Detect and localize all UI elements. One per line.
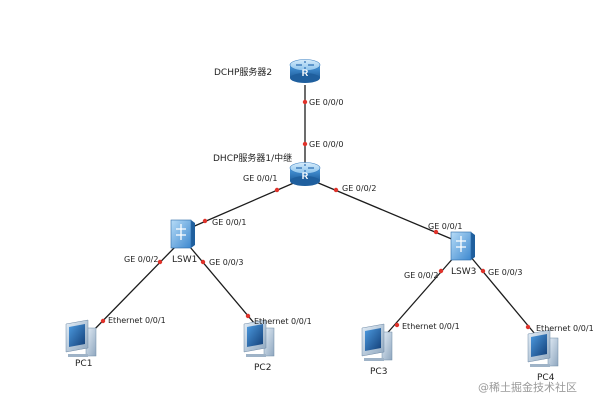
device-label-pc3: PC3	[370, 367, 387, 377]
link-dhcp1-lsw3	[315, 181, 455, 241]
pc-screen	[531, 334, 547, 357]
switch-lsw1[interactable]	[170, 219, 195, 249]
pc-pc4[interactable]	[527, 329, 559, 367]
switch-arrows-icon	[176, 224, 186, 240]
switch-arrows-icon	[456, 236, 466, 252]
pc-screen	[69, 324, 85, 347]
port-dot	[433, 229, 439, 235]
port-dot	[394, 322, 400, 328]
port-label: GE 0/0/3	[488, 268, 522, 277]
port-dots-layer	[100, 99, 531, 330]
device-label-lsw3: LSW3	[451, 267, 476, 277]
port-label: GE 0/0/0	[309, 140, 343, 149]
port-dot	[245, 313, 251, 319]
watermark: @稀土掘金技术社区	[478, 380, 577, 394]
device-label-pc2: PC2	[254, 363, 271, 373]
port-dot	[480, 268, 486, 274]
device-label-pc1: PC1	[75, 359, 92, 369]
links-layer	[87, 85, 541, 341]
port-dot	[157, 259, 163, 265]
port-label: GE 0/0/2	[124, 255, 158, 264]
pc-pc1[interactable]	[65, 319, 97, 357]
port-dot	[200, 259, 206, 265]
port-label: GE 0/0/3	[209, 258, 243, 267]
router-top	[289, 59, 321, 71]
router-glyph: R	[302, 68, 309, 78]
router-arrows-icon	[296, 61, 314, 69]
port-dot	[202, 218, 208, 224]
port-dot	[438, 268, 444, 274]
router-glyph: R	[302, 171, 309, 181]
port-label: GE 0/0/1	[243, 174, 277, 183]
port-label: Ethernet 0/0/1	[108, 316, 166, 325]
switch-side	[471, 232, 475, 260]
port-dot	[333, 187, 339, 193]
port-dot	[274, 187, 280, 193]
device-label-lsw1: LSW1	[172, 255, 197, 265]
port-label: Ethernet 0/0/1	[536, 324, 594, 333]
port-dot	[100, 318, 106, 324]
port-label: Ethernet 0/0/1	[254, 317, 312, 326]
router-dhcp1[interactable]: R	[289, 162, 321, 187]
router-top	[289, 162, 321, 174]
port-dot	[302, 99, 308, 105]
router-bottom	[290, 176, 320, 186]
pc-pc3[interactable]	[361, 323, 393, 361]
router-arrows-icon	[296, 164, 314, 172]
port-dot	[525, 324, 531, 330]
port-label: Ethernet 0/0/1	[402, 322, 460, 331]
switch-lsw3[interactable]	[450, 231, 475, 261]
device-label-dhcp2: DCHP服务器2	[214, 66, 272, 78]
pc-keyboard	[530, 364, 550, 367]
pc-keyboard	[68, 354, 88, 357]
port-dot	[302, 141, 308, 147]
device-label-dhcp1: DHCP服务器1/中继	[213, 152, 292, 164]
pc-screen	[247, 324, 263, 347]
port-label: GE 0/0/1	[212, 218, 246, 227]
router-bottom	[290, 73, 320, 83]
router-dhcp2[interactable]: R	[289, 59, 321, 84]
pc-pc2[interactable]	[243, 319, 275, 357]
port-label: GE 0/0/1	[428, 222, 462, 231]
switch-side	[191, 220, 195, 248]
pc-screen	[365, 328, 381, 351]
pc-keyboard	[246, 354, 266, 357]
device-label-pc4: PC4	[537, 373, 555, 383]
port-label: GE 0/0/2	[404, 271, 438, 280]
port-label: GE 0/0/0	[309, 98, 343, 107]
port-label: GE 0/0/2	[342, 184, 376, 193]
pc-keyboard	[364, 358, 384, 361]
